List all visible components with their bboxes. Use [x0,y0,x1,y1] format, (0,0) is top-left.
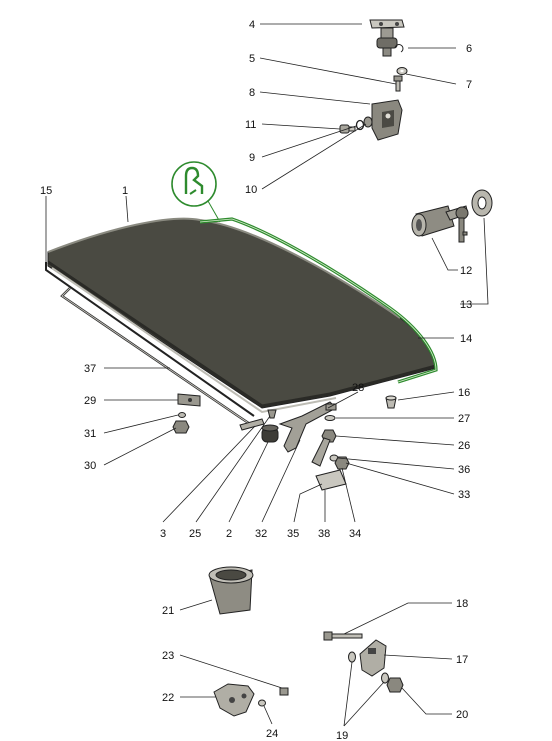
hinge-arm [278,401,337,453]
trunk-seal [199,217,438,384]
lock-cylinder [411,205,469,243]
hood-latch-upper [369,19,405,57]
rubber-buffer [261,424,279,443]
label-9: 9 [249,152,255,164]
part-labels: 4 5 8 11 9 10 6 7 12 13 14 15 1 37 29 31… [40,19,472,741]
latch-bracket [371,99,403,141]
lower-screw [279,687,289,696]
label-32: 32 [255,528,267,540]
clip-nut [172,420,190,434]
clip-washer [178,412,186,418]
label-27: 27 [458,413,470,425]
label-35: 35 [287,528,299,540]
label-29: 29 [84,395,96,407]
bracket-bolt [325,403,337,411]
label-16: 16 [458,387,470,399]
label-12: 12 [460,265,472,277]
edge-strip [45,262,255,417]
label-10: 10 [245,184,257,196]
trunk-lid [47,217,437,414]
label-17: 17 [456,654,468,666]
label-37: 37 [84,363,96,375]
label-36: 36 [458,464,470,476]
lock-striker [359,639,387,677]
label-18: 18 [456,598,468,610]
buffer-cap [385,395,397,409]
label-15: 15 [40,185,52,197]
long-bolt [323,631,363,641]
label-21: 21 [162,605,174,617]
hinge-bolt-small [339,124,356,134]
washer-27 [324,415,336,421]
seal-profile-icon [171,161,217,207]
label-6: 6 [466,43,472,55]
washer-19a [348,651,356,663]
label-4: 4 [249,19,255,31]
washer-19b [381,672,389,684]
lower-latch [213,683,255,717]
label-23: 23 [162,650,174,662]
lock-ring [471,189,493,217]
label-14: 14 [460,333,472,345]
label-22: 22 [162,692,174,704]
support-rod [60,287,251,425]
spring-washer [355,119,365,131]
label-25: 25 [189,528,201,540]
label-8: 8 [249,87,255,99]
label-31: 31 [84,428,96,440]
label-1: 1 [122,185,128,197]
screw [393,75,403,92]
leader-lines [45,23,489,727]
label-38: 38 [318,528,330,540]
label-3: 3 [160,528,166,540]
circlip [394,44,404,53]
label-11: 11 [245,119,256,131]
label-33: 33 [458,489,470,501]
nut-33 [334,456,350,470]
label-24: 24 [266,728,278,740]
washer [396,67,408,75]
label-13: 13 [460,299,472,311]
label-26: 26 [458,440,470,452]
lower-washer [258,699,266,707]
rod-clip [177,393,201,407]
label-2: 2 [226,528,232,540]
label-20: 20 [456,709,468,721]
label-30: 30 [84,460,96,472]
key-icon [455,206,469,243]
label-7: 7 [466,79,472,91]
label-5: 5 [249,53,255,65]
label-28: 28 [352,382,364,394]
nut-small [363,116,373,128]
label-19: 19 [336,730,348,741]
nut-20 [386,677,404,693]
sleeve [208,566,254,615]
label-34: 34 [349,528,361,540]
